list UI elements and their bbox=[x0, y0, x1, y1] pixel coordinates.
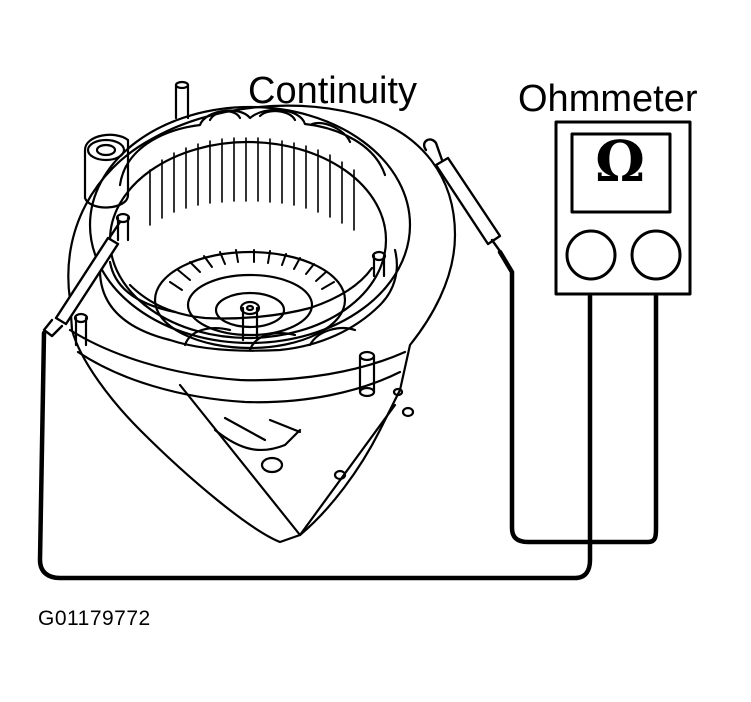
ohmmeter-jack-left bbox=[565, 229, 617, 281]
test-lead-wire bbox=[37, 249, 659, 581]
ohmmeter-jack-right bbox=[630, 229, 682, 281]
continuity-label: Continuity bbox=[248, 70, 417, 112]
figure-id: G01179772 bbox=[38, 607, 151, 630]
left-test-probe bbox=[42, 220, 122, 338]
ohm-symbol-display: Ω bbox=[595, 129, 645, 195]
alternator-stator-drawing bbox=[67, 80, 457, 544]
right-test-probe bbox=[422, 138, 504, 256]
ohmmeter-device bbox=[554, 120, 692, 296]
ohmmeter-label: Ohmmeter bbox=[518, 78, 698, 120]
